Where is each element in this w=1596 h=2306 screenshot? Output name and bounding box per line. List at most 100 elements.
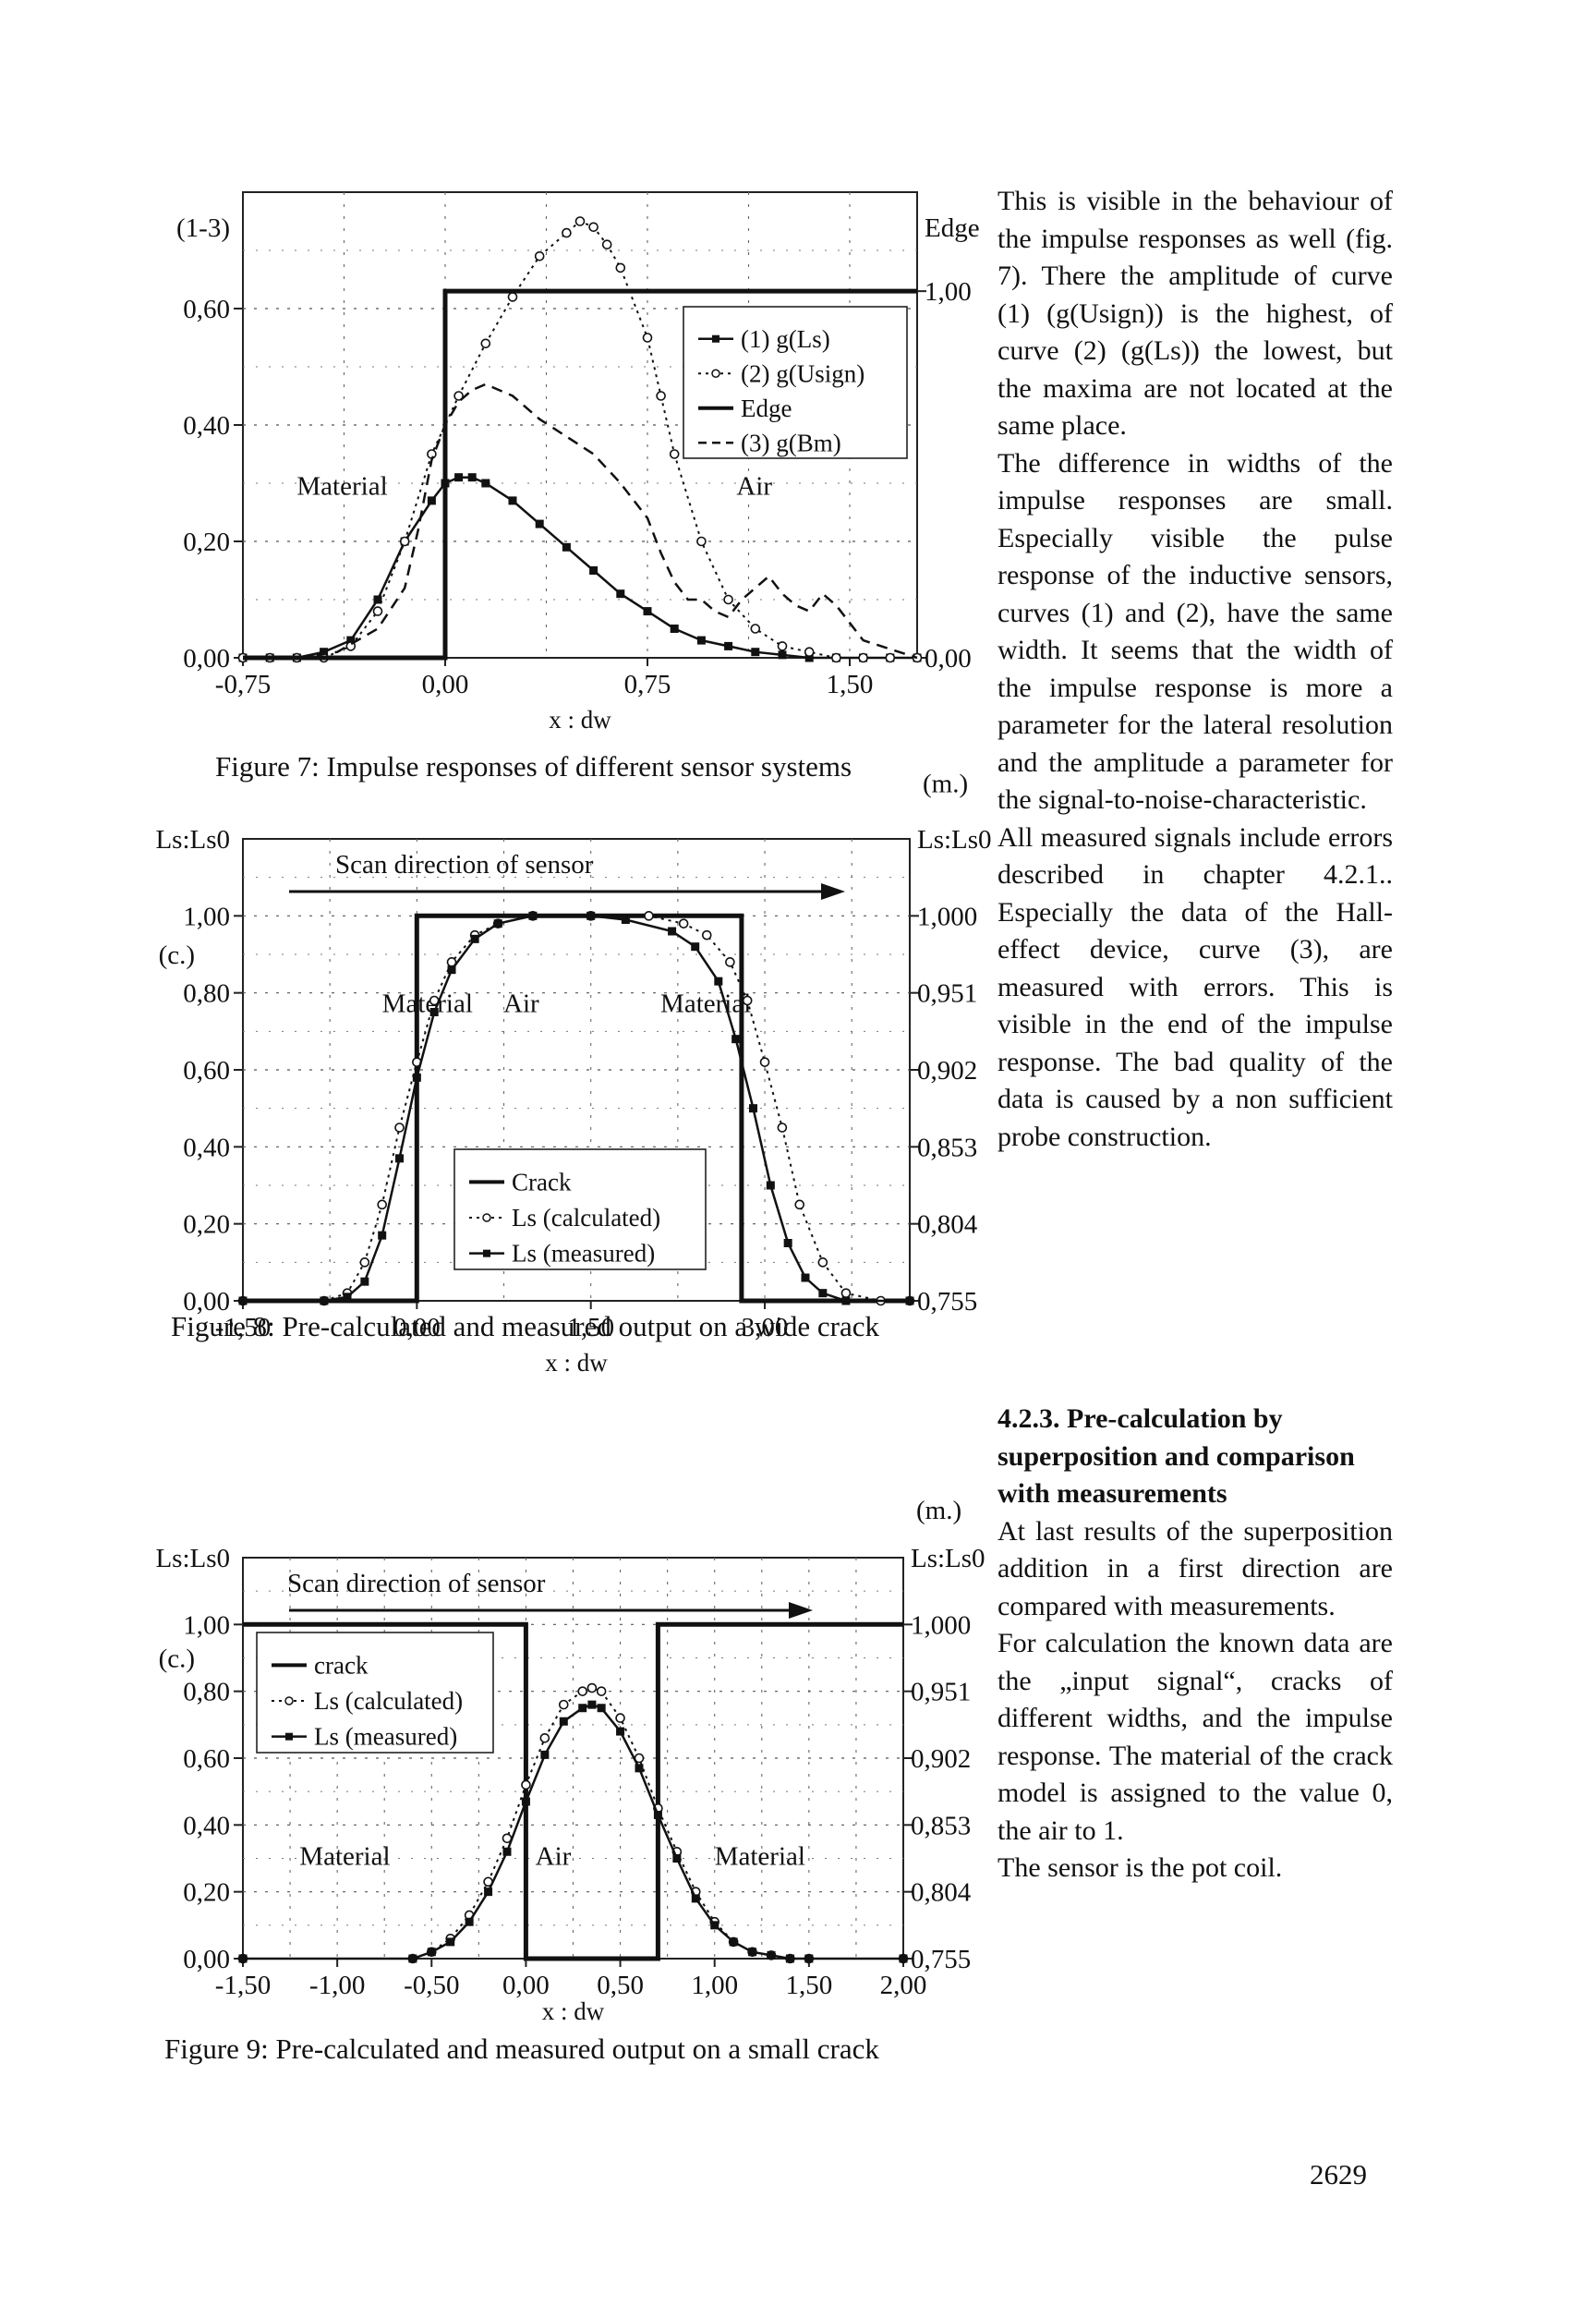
fig8-series-point-1 bbox=[725, 957, 735, 967]
fig9-x-tick-label: -1,50 bbox=[215, 1971, 271, 2000]
fig9-y2-tick-label: 0,853 bbox=[911, 1811, 971, 1840]
fig8-series-point-1 bbox=[840, 1288, 852, 1298]
fig7-series-point-1 bbox=[696, 536, 707, 547]
fig8-legend-marker bbox=[483, 1249, 490, 1257]
fig8-series-point-1 bbox=[817, 1257, 828, 1268]
fig9-scan-arrow-head bbox=[789, 1602, 813, 1619]
fig7-region-label: Material bbox=[296, 472, 387, 502]
fig7-series-point-0 bbox=[670, 625, 679, 633]
fig7-series-point-1 bbox=[804, 647, 815, 658]
fig8-series-point-1 bbox=[701, 929, 712, 941]
fig7-legend-label: (1) g(Ls) bbox=[741, 325, 830, 353]
fig9-series-point-2 bbox=[587, 1700, 597, 1709]
fig8-series-point-1 bbox=[742, 995, 753, 1006]
fig8-right-axis-note: (m.) bbox=[923, 770, 968, 799]
fig9-legend-label: crack bbox=[314, 1651, 369, 1679]
fig8-y-tick-label: 0,80 bbox=[183, 979, 230, 1009]
fig9-y-tick-label: 0,60 bbox=[183, 1744, 230, 1774]
fig8-y-tick-label: 0,20 bbox=[183, 1210, 230, 1240]
fig8-scan-direction-label: Scan direction of sensor bbox=[335, 850, 594, 880]
fig9-series-point-1 bbox=[586, 1682, 598, 1693]
fig7-series-point-1 bbox=[615, 262, 626, 273]
fig8-y2-tick-label: 0,804 bbox=[917, 1210, 978, 1240]
fig9-legend-box bbox=[256, 1632, 494, 1754]
fig8-series-point-2 bbox=[766, 1181, 775, 1190]
fig8-series-point-1 bbox=[359, 1257, 370, 1268]
fig8-right-axis-title: Ls:Ls0 bbox=[917, 825, 992, 855]
fig9-series-point-2 bbox=[427, 1948, 436, 1957]
fig9-series-point-2 bbox=[691, 1894, 700, 1903]
fig8-scan-arrow-head bbox=[821, 883, 845, 900]
fig9-left-axis-title: Ls:Ls0 bbox=[155, 1544, 230, 1573]
fig8-series-point-2 bbox=[841, 1296, 851, 1305]
paragraph-fig7-behaviour: This is visible in the behaviour of the … bbox=[998, 186, 1393, 441]
fig7-y-tick-label: 0,20 bbox=[183, 528, 230, 557]
fig7-series-point-0 bbox=[346, 636, 356, 645]
fig9-x-tick-label: 0,00 bbox=[502, 1971, 550, 2000]
fig8-series-point-2 bbox=[668, 927, 677, 936]
fig7-y2-tick-label: 1,00 bbox=[925, 277, 972, 307]
figure-8-caption: Figure 8: Pre-calculated and measured ou… bbox=[171, 1310, 879, 1342]
fig8-y-tick-label: 0,40 bbox=[183, 1133, 230, 1162]
fig9-legend-label: Ls (calculated) bbox=[314, 1687, 463, 1715]
fig8-series-point-2 bbox=[691, 942, 700, 952]
fig9-series-point-1 bbox=[539, 1733, 550, 1743]
fig9-series-point-2 bbox=[502, 1847, 512, 1856]
fig9-series-point-2 bbox=[559, 1717, 568, 1726]
paragraph-calculation: For calculation the known data are the „… bbox=[998, 1628, 1393, 1846]
fig8-series-point-2 bbox=[447, 965, 456, 975]
fig8-series-point-1 bbox=[759, 1057, 770, 1067]
fig9-series-point-1 bbox=[596, 1686, 607, 1696]
fig7-x-axis-label: x : dw bbox=[549, 706, 611, 734]
fig7-series-line-2 bbox=[243, 288, 917, 661]
fig9-left-axis-note: (c.) bbox=[159, 1645, 195, 1674]
paragraph-errors: All measured signals include errors desc… bbox=[998, 821, 1393, 1152]
fig8-legend-label: Ls (calculated) bbox=[512, 1204, 660, 1232]
fig9-series-point-2 bbox=[804, 1954, 814, 1963]
fig9-series-point-2 bbox=[653, 1810, 662, 1819]
figure-7-caption: Figure 7: Impulse responses of different… bbox=[215, 750, 852, 783]
fig9-series-point-2 bbox=[748, 1948, 757, 1957]
fig8-y-tick-label: 1,00 bbox=[183, 902, 230, 931]
fig7-x-tick-label: 0,75 bbox=[624, 670, 671, 699]
fig8-region-label: Material bbox=[382, 989, 473, 1019]
fig8-left-axis-title: Ls:Ls0 bbox=[155, 825, 230, 855]
fig9-series-point-2 bbox=[484, 1887, 493, 1897]
fig7-region-label: Air bbox=[736, 472, 772, 502]
fig9-legend-marker bbox=[285, 1732, 293, 1741]
fig9-series-line-0 bbox=[243, 1621, 903, 1961]
fig8-series-point-2 bbox=[493, 919, 502, 928]
text-column-lower: 4.2.3. Pre-calculation by superposition … bbox=[998, 1401, 1393, 1887]
fig7-series-point-0 bbox=[724, 641, 733, 650]
fig7-series-point-1 bbox=[831, 652, 841, 663]
fig7-series-point-1 bbox=[669, 449, 680, 459]
page-number: 2629 bbox=[1310, 2158, 1367, 2191]
fig7-series-point-1 bbox=[885, 652, 896, 663]
fig7-y-tick-label: 0,40 bbox=[183, 411, 230, 441]
fig7-legend-marker bbox=[711, 369, 720, 378]
fig8-x-tick-label: 3,00 bbox=[742, 1313, 789, 1342]
fig8-series-point-2 bbox=[732, 1035, 741, 1044]
fig7-series-point-1 bbox=[372, 606, 383, 616]
fig7-series-point-1 bbox=[399, 536, 410, 547]
fig7-legend-marker bbox=[712, 334, 719, 343]
fig8-y2-tick-label: 0,951 bbox=[917, 979, 977, 1009]
fig9-series-point-1 bbox=[577, 1686, 588, 1696]
fig7-series-point-0 bbox=[454, 473, 464, 482]
fig7-series-point-0 bbox=[467, 473, 477, 482]
fig7-y2-tick-label: 0,00 bbox=[925, 644, 972, 674]
fig9-x-axis-label: x : dw bbox=[542, 1997, 605, 2025]
fig7-left-axis-title: (1-3) bbox=[176, 213, 230, 243]
fig7-y-tick-label: 0,60 bbox=[183, 295, 230, 324]
fig9-y2-tick-label: 0,755 bbox=[911, 1945, 971, 1974]
fig9-y-tick-label: 0,00 bbox=[183, 1945, 230, 1974]
fig8-series-point-2 bbox=[378, 1231, 387, 1240]
fig8-series-point-2 bbox=[621, 916, 630, 924]
fig9-legend-label: Ls (measured) bbox=[314, 1723, 457, 1751]
fig7-x-tick-label: 0,00 bbox=[422, 670, 469, 699]
paragraph-widths: The difference in widths of the impulse … bbox=[998, 447, 1393, 816]
fig7-series-point-0 bbox=[535, 519, 544, 528]
fig9-series-point-2 bbox=[238, 1954, 248, 1963]
fig9-series-point-2 bbox=[899, 1954, 908, 1963]
fig7-series-point-1 bbox=[656, 391, 666, 401]
